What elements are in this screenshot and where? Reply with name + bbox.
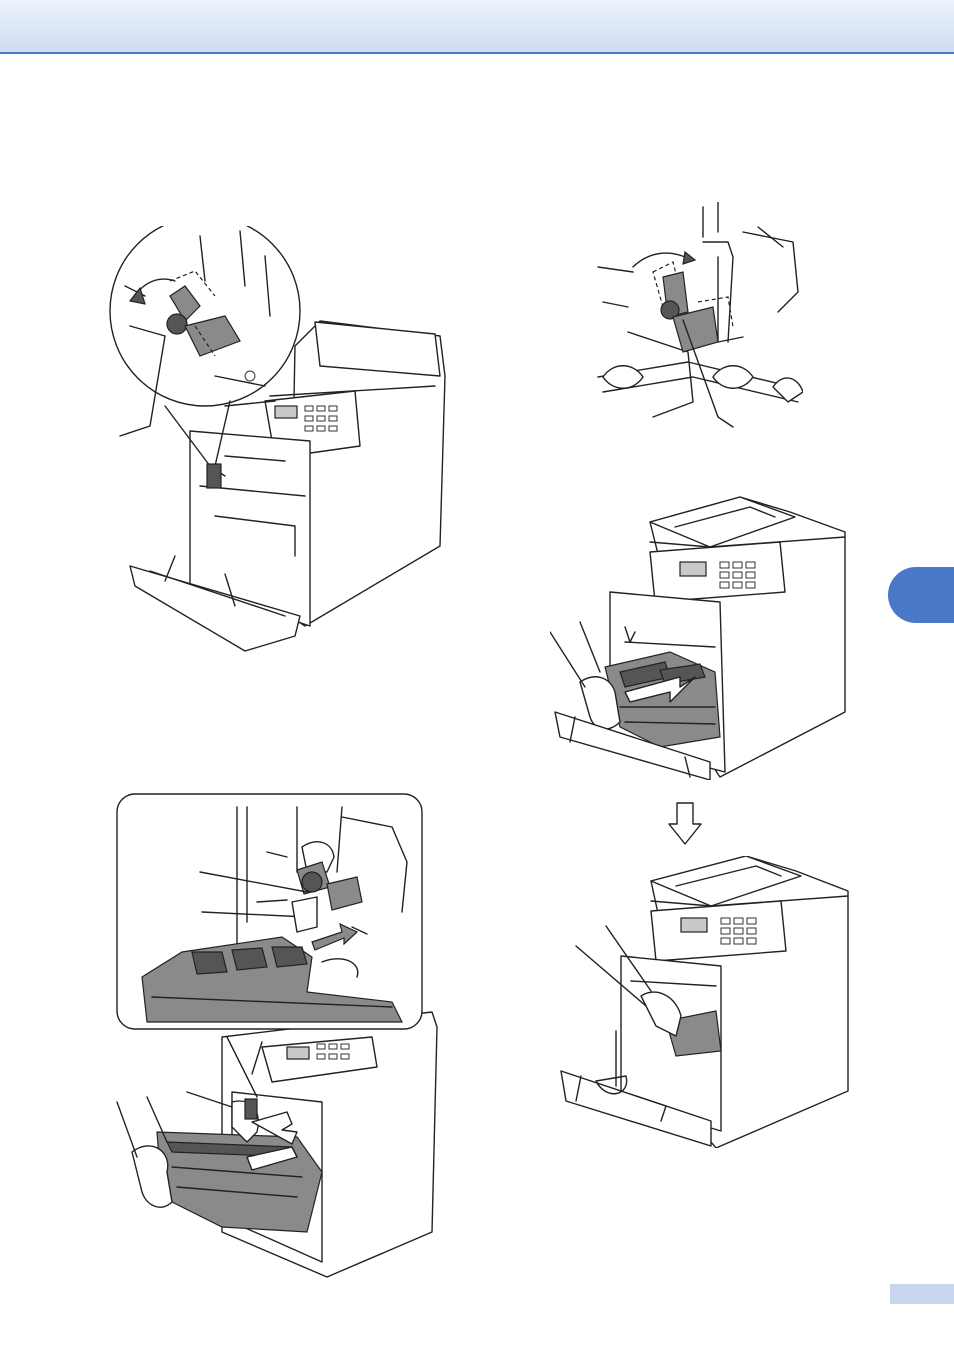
figure-drum-pushed-in [556,856,850,1148]
down-arrow-icon [668,802,702,846]
page-header-band [0,0,954,54]
page-number-box [890,1284,954,1304]
chapter-tab [888,567,954,623]
figure-lever-rotate-closeup [593,202,803,434]
drum-insert-icon [550,492,850,780]
lever-rotate-closeup-icon [593,202,803,434]
drum-unit-push-icon [112,792,442,1284]
figure-drum-insert [550,492,850,780]
figure-printer-lever-closeup [105,226,450,654]
printer-lever-closeup-icon [105,226,450,654]
figure-drum-unit-push [112,792,442,1284]
drum-pushed-in-icon [556,856,850,1148]
